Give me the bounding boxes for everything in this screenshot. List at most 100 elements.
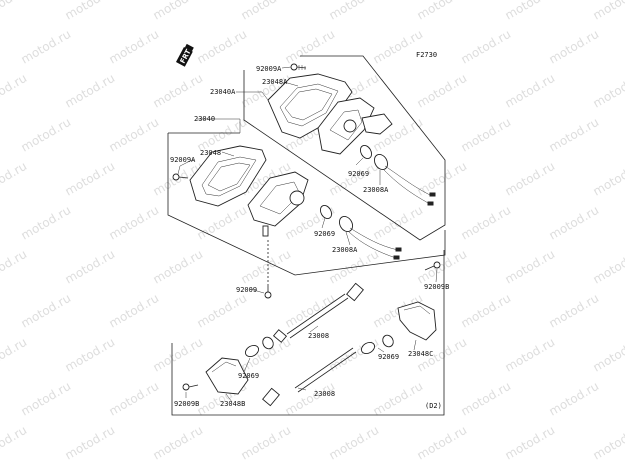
watermark-text: motod.ru — [0, 71, 29, 111]
watermark-text: motod.ru — [239, 0, 294, 23]
bulb-92069-right — [360, 334, 394, 355]
screw-92009a-upper — [290, 63, 307, 71]
watermark-text: motod.ru — [63, 71, 118, 111]
watermark-text: motod.ru — [0, 0, 29, 23]
watermark-text: motod.ru — [195, 291, 250, 331]
watermark-text: motod.ru — [19, 115, 74, 155]
watermark-text: motod.ru — [19, 203, 74, 243]
page-marker: (D2) — [425, 402, 442, 410]
housing-23040 — [247, 171, 309, 237]
harness-23008-upper — [272, 282, 364, 343]
label-23048: 23048 — [200, 149, 221, 157]
watermark-text: motod.ru — [547, 27, 602, 67]
lens-23048b — [205, 357, 249, 395]
label-92009b-right: 92009B — [424, 283, 449, 291]
ref-code: F2730 — [416, 51, 437, 59]
frame-rear-assembly — [243, 55, 446, 241]
watermark-text: motod.ru — [63, 159, 118, 199]
watermark-text: motod.ru — [239, 423, 294, 463]
watermark-text: motod.ru — [107, 291, 162, 331]
watermark-text: motod.ru — [415, 423, 470, 463]
watermark-text: motod.ru — [151, 423, 206, 463]
watermark-text: motod.ru — [591, 71, 625, 111]
watermark-text: motod.ru — [415, 0, 470, 23]
label-92009a-upper: 92009A — [256, 65, 282, 73]
label-92009a-middle: 92009A — [170, 156, 196, 164]
watermark-text: motod.ru — [503, 0, 558, 23]
label-92069-left: 92069 — [238, 372, 259, 380]
watermark-text: motod.ru — [371, 27, 426, 67]
watermark-text: motod.ru — [63, 335, 118, 375]
watermark-text: motod.ru — [503, 423, 558, 463]
label-92009b-left: 92009B — [174, 400, 199, 408]
screw-92009 — [264, 240, 272, 299]
label-92069-upper: 92069 — [348, 170, 369, 178]
watermark-text: motod.ru — [591, 247, 625, 287]
watermark-text: motod.ru — [0, 159, 29, 199]
label-23008-upper: 23008 — [308, 332, 329, 340]
watermark-text: motod.ru — [19, 379, 74, 419]
label-23048b: 23048B — [220, 400, 245, 408]
watermark-text: motod.ru — [327, 335, 382, 375]
watermark-text: motod.ru — [547, 379, 602, 419]
leader-lines — [177, 66, 438, 403]
label-92069-right: 92069 — [378, 353, 399, 361]
watermark-text: motod.ru — [63, 247, 118, 287]
watermark-text: motod.ru — [459, 115, 514, 155]
watermark-text: motod.ru — [107, 379, 162, 419]
watermark-text: motod.ru — [19, 27, 74, 67]
watermark-text: motod.ru — [591, 159, 625, 199]
watermark-text: motod.ru — [503, 335, 558, 375]
watermark-text: motod.ru — [459, 379, 514, 419]
watermark-text: motod.ru — [0, 335, 29, 375]
harness-23008-lower — [262, 347, 357, 407]
frame-lower-assembly — [171, 250, 445, 416]
watermark-text: motod.ru — [151, 247, 206, 287]
housing-23040a — [317, 97, 393, 155]
label-23008a-middle: 23008A — [332, 246, 358, 254]
watermark-text: motod.ru — [283, 379, 338, 419]
label-23008-lower: 23008 — [314, 390, 335, 398]
watermark-text: motod.ru — [459, 27, 514, 67]
screw-92009b-left — [182, 383, 199, 391]
bulb-92069-middle — [319, 204, 333, 220]
frame-front-assembly — [167, 132, 446, 276]
watermark-text: motod.ru — [283, 27, 338, 67]
label-23048a: 23048A — [262, 78, 288, 86]
watermark-text: motod.ru — [0, 247, 29, 287]
watermark-text: motod.ru — [591, 0, 625, 23]
watermark-text: motod.ru — [19, 291, 74, 331]
front-logo-badge: FRT — [176, 43, 194, 67]
lens-23048a — [267, 73, 353, 139]
watermark-text: motod.ru — [591, 423, 625, 463]
watermark-text: motod.ru — [503, 71, 558, 111]
watermark-text: motod.ru — [151, 71, 206, 111]
label-23048c: 23048C — [408, 350, 433, 358]
watermark-text: motod.ru — [415, 71, 470, 111]
watermark-text: motod.ru — [195, 203, 250, 243]
socket-23008a-upper — [373, 154, 436, 206]
watermark-text: motod.ru — [591, 335, 625, 375]
lens-23048 — [189, 145, 267, 207]
label-23008a-upper: 23008A — [363, 186, 389, 194]
watermark-text: motod.ru — [107, 27, 162, 67]
watermark-text: motod.ru — [195, 27, 250, 67]
bulb-92069-left — [244, 336, 274, 358]
label-92009: 92009 — [236, 286, 257, 294]
watermark-text: motod.ru — [415, 247, 470, 287]
watermark-text: motod.ru — [415, 159, 470, 199]
watermark-text: motod.ru — [63, 0, 118, 23]
watermark-text: motod.ru — [371, 203, 426, 243]
watermark-text: motod.ru — [371, 379, 426, 419]
watermark-text: motod.ru — [547, 291, 602, 331]
watermark-text: motod.ru — [503, 159, 558, 199]
watermark-text: motod.ru — [239, 247, 294, 287]
watermark-text: motod.ru — [151, 0, 206, 23]
watermark-text: motod.ru — [63, 423, 118, 463]
watermark-text: motod.ru — [151, 335, 206, 375]
watermark-text: motod.ru — [0, 423, 29, 463]
part-labels: 92009A 23048A 23040A 23040 92009A 23048 … — [170, 65, 449, 408]
